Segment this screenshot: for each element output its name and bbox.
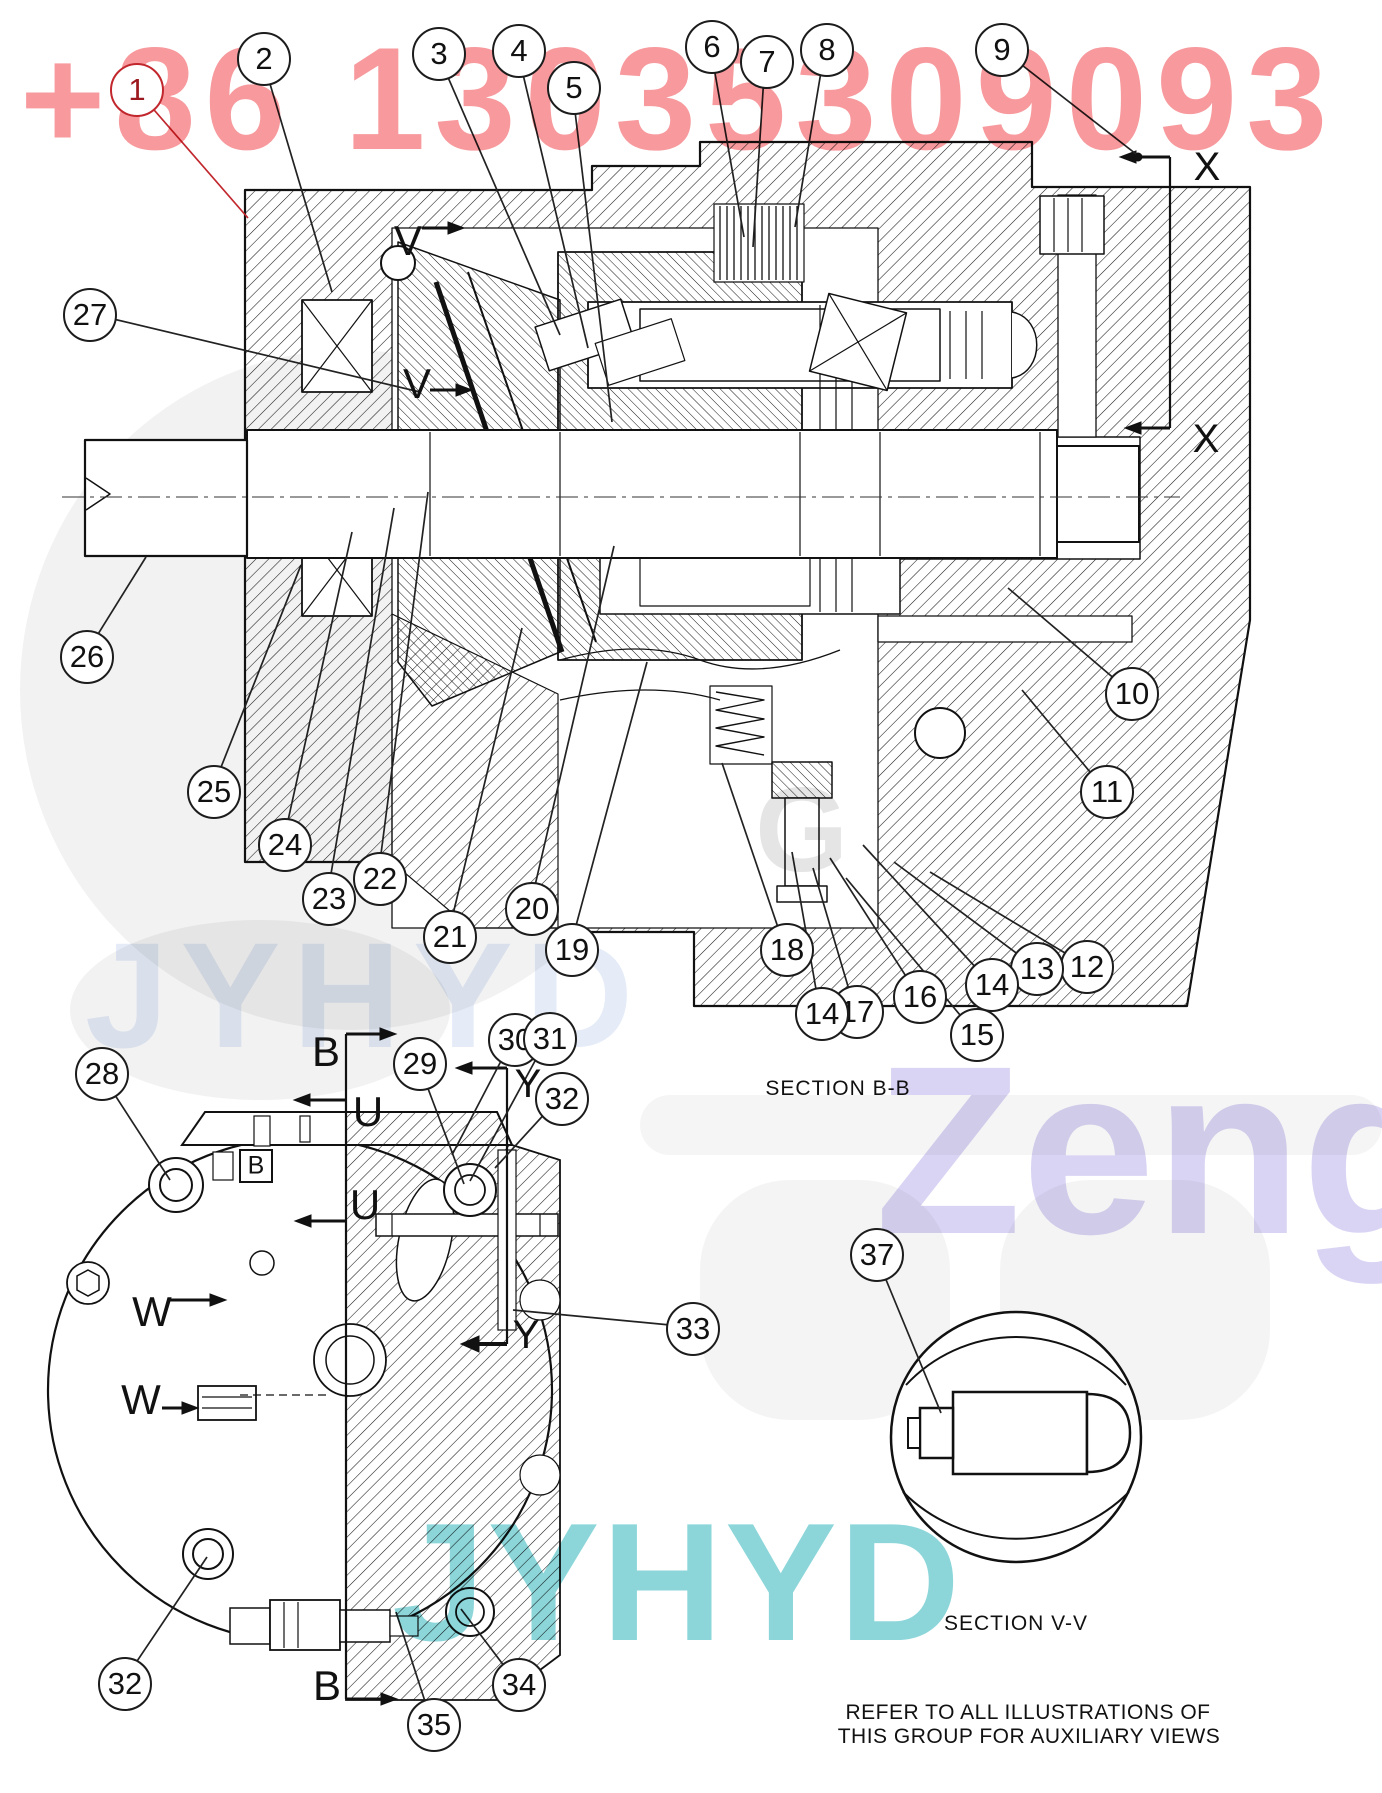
section-bb-title: SECTION B-B bbox=[765, 1077, 911, 1100]
callout-37: 37 bbox=[850, 1228, 904, 1282]
callout-7: 7 bbox=[740, 35, 794, 89]
callout-32-bottom: 32 bbox=[98, 1657, 152, 1711]
callout-18: 18 bbox=[760, 923, 814, 977]
callout-34: 34 bbox=[492, 1658, 546, 1712]
callout-14-left: 14 bbox=[795, 987, 849, 1041]
callout-25: 25 bbox=[187, 765, 241, 819]
callout-26: 26 bbox=[60, 630, 114, 684]
callout-31: 31 bbox=[523, 1012, 577, 1066]
marker-w-bottom: W bbox=[121, 1376, 161, 1423]
marker-v-top: V bbox=[393, 217, 423, 264]
section-vv-detail bbox=[889, 1310, 1143, 1564]
callout-10: 10 bbox=[1105, 667, 1159, 721]
marker-w-top: W bbox=[132, 1288, 172, 1335]
section-marker-lines bbox=[162, 150, 1172, 1706]
callout-23: 23 bbox=[302, 872, 356, 926]
callout-12: 12 bbox=[1060, 940, 1114, 994]
callout-6: 6 bbox=[685, 20, 739, 74]
callout-22: 22 bbox=[353, 852, 407, 906]
callout-15: 15 bbox=[950, 1008, 1004, 1062]
marker-b-bottom: B bbox=[312, 1662, 342, 1709]
port-label-b: B bbox=[247, 1151, 265, 1180]
callout-33: 33 bbox=[666, 1302, 720, 1356]
marker-v-bottom: V bbox=[402, 360, 432, 407]
marker-b-top: B bbox=[311, 1028, 341, 1075]
bottom-end-view bbox=[46, 1111, 561, 1701]
marker-y-bottom: Y bbox=[512, 1313, 540, 1357]
callout-21: 21 bbox=[423, 910, 477, 964]
callout-19: 19 bbox=[545, 923, 599, 977]
callout-2: 2 bbox=[237, 32, 291, 86]
callout-32-top: 32 bbox=[535, 1072, 589, 1126]
callout-35: 35 bbox=[407, 1698, 461, 1752]
callout-16: 16 bbox=[893, 970, 947, 1024]
callout-8: 8 bbox=[800, 23, 854, 77]
callout-14-right: 14 bbox=[965, 958, 1019, 1012]
callout-4: 4 bbox=[492, 24, 546, 78]
marker-u-bottom: U bbox=[349, 1181, 381, 1228]
marker-x-top: X bbox=[1193, 145, 1221, 189]
callout-11: 11 bbox=[1080, 765, 1134, 819]
callout-20: 20 bbox=[505, 882, 559, 936]
callout-29: 29 bbox=[393, 1037, 447, 1091]
footer-line-1: REFER TO ALL ILLUSTRATIONS OF bbox=[845, 1701, 1211, 1724]
section-vv-title: SECTION V-V bbox=[943, 1612, 1089, 1635]
marker-u-top: U bbox=[352, 1088, 384, 1135]
callout-9: 9 bbox=[975, 23, 1029, 77]
marker-x-bottom: X bbox=[1192, 417, 1220, 461]
callout-24: 24 bbox=[258, 818, 312, 872]
callout-28: 28 bbox=[75, 1047, 129, 1101]
callout-27: 27 bbox=[63, 288, 117, 342]
callout-5: 5 bbox=[547, 61, 601, 115]
footer-line-2: THIS GROUP FOR AUXILIARY VIEWS bbox=[837, 1725, 1221, 1748]
main-section-view bbox=[62, 140, 1252, 1008]
callout-3: 3 bbox=[412, 27, 466, 81]
callout-13: 13 bbox=[1010, 942, 1064, 996]
callout-1: 1 bbox=[110, 63, 164, 117]
